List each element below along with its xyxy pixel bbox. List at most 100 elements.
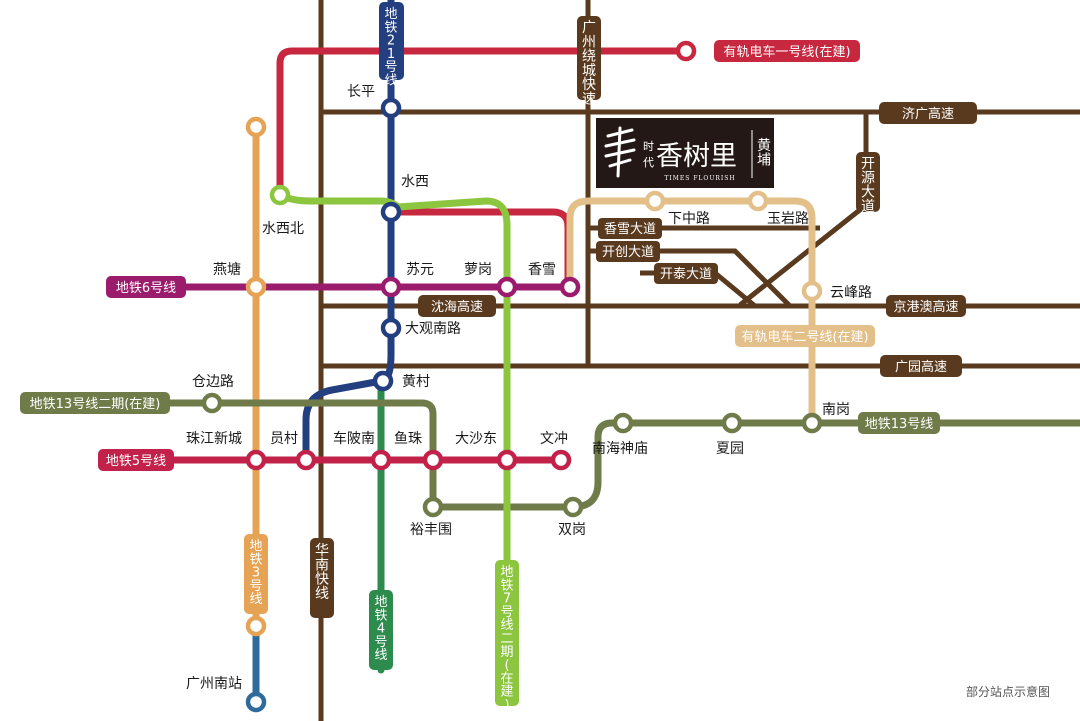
station-shuanggang[interactable] (562, 496, 584, 518)
station-dashadong[interactable] (496, 449, 518, 471)
tag-jinggang-text: 京港澳高速 (893, 299, 958, 315)
tag-kaichuang-dadao-text: 开创大道 (602, 245, 654, 260)
station-cangbianlu[interactable] (201, 392, 223, 414)
label-shuixibei: 水西北 (262, 221, 304, 237)
station-chebeinan[interactable] (370, 449, 392, 471)
station-shuixibei[interactable] (269, 184, 291, 206)
tram2-line (566, 197, 816, 427)
tag-metro21 (379, 2, 404, 80)
label-xiangxue: 香雪 (528, 262, 556, 278)
tag-metro3 (244, 534, 268, 614)
tag-xiangxue-dadao (598, 218, 662, 239)
station-yunfenglu[interactable] (801, 280, 823, 302)
station-changping[interactable] (380, 97, 402, 119)
station-guangzhounanzhan[interactable] (245, 691, 267, 713)
tag-jiguang-text: 济广高速 (902, 106, 954, 122)
label-wenchong: 文冲 (540, 431, 568, 447)
label-yufengwei: 裕丰围 (410, 522, 452, 538)
station-yuyanlu[interactable] (747, 190, 769, 212)
tag-huanan-text: 华南快线 (315, 543, 329, 602)
label-guangzhounanzhan: 广州南站 (186, 676, 242, 692)
tag-tram1 (714, 40, 860, 62)
tag-metro7 (495, 560, 519, 706)
tag-ring-road (577, 16, 601, 100)
logo-char-2: 代 (643, 156, 654, 169)
tag-metro5 (98, 449, 174, 471)
station-xiayuan[interactable] (721, 412, 743, 434)
station-zhujiangxincheng[interactable] (245, 449, 267, 471)
tag-jinggang (886, 295, 966, 317)
tag-metro5-text: 地铁5号线 (106, 454, 166, 469)
label-suyuan: 苏元 (406, 262, 434, 278)
label-shuanggang: 双岗 (558, 522, 586, 538)
logo-char-1: 时 (643, 140, 654, 153)
label-yuyanlu: 玉岩路 (767, 211, 809, 227)
station-yuzhu[interactable] (422, 449, 444, 471)
label-xiayuan: 夏园 (716, 441, 744, 457)
tag-kaitai-dadao-text: 开泰大道 (660, 267, 712, 282)
tag-metro13-ph2-text: 地铁13号线二期(在建) (30, 397, 161, 412)
label-daguannanlu: 大观南路 (405, 321, 461, 337)
project-logo: 时 代 香树里 TIMES FLOURISH 黄埔 (596, 118, 774, 188)
label-yantang: 燕塘 (213, 262, 241, 278)
tag-ring-road-text: 广州绕城快速 (582, 20, 596, 108)
label-nanhaishenmiao: 南海神庙 (592, 441, 648, 457)
logo-name: 香树里 (656, 141, 737, 172)
label-luogang: 萝岗 (464, 262, 492, 278)
station-yufengwei[interactable] (422, 496, 444, 518)
station-nangang[interactable] (801, 412, 823, 434)
label-shuixi: 水西 (401, 174, 429, 190)
label-changping: 长平 (347, 84, 375, 100)
label-huangcun: 黄村 (402, 373, 430, 390)
tag-metro13 (858, 412, 940, 434)
station-yuancun[interactable] (295, 449, 317, 471)
station-metro3-south[interactable] (245, 615, 267, 637)
tag-metro13-text: 地铁13号线 (865, 417, 934, 432)
tag-metro6-text: 地铁6号线 (116, 281, 176, 296)
station-daguannanlu[interactable] (380, 317, 402, 339)
tag-metro4 (369, 590, 393, 670)
tag-xiangxue-dadao-text: 香雪大道 (604, 222, 656, 237)
label-yuancun: 员村 (270, 431, 298, 447)
logo-subtitle: TIMES FLOURISH (664, 175, 735, 182)
station-luogang[interactable] (496, 276, 518, 298)
tag-shenhai-text: 沈海高速 (431, 299, 483, 315)
station-huangcun[interactable] (372, 370, 394, 392)
station-suyuan[interactable] (380, 276, 402, 298)
tag-kaiyuan (856, 152, 880, 212)
label-yunfenglu: 云峰路 (830, 285, 872, 301)
tag-kaichuang-dadao (596, 241, 660, 262)
station-yantang[interactable] (245, 276, 267, 298)
tag-tram1-text: 有轨电车一号线(在建) (723, 44, 850, 60)
tag-jiguang (879, 102, 977, 124)
tag-metro13-ph2 (20, 392, 170, 414)
footnote: 部分站点示意图 (966, 684, 1050, 699)
label-xiazhonglu: 下中路 (668, 211, 710, 227)
label-dashadong: 大沙东 (455, 431, 497, 447)
tag-metro6 (106, 276, 186, 298)
station-xiangxue[interactable] (559, 276, 581, 298)
label-nangang: 南岗 (822, 402, 850, 418)
road-tags: 广州绕城快速 济广高速 开源大道 沈海高速 京港澳高速 广园高速 华南快线 香雪… (310, 16, 977, 618)
tag-guangyuan (880, 355, 962, 377)
label-chebeinan: 车陂南 (333, 430, 375, 447)
tag-kaitai-dadao (654, 263, 718, 284)
station-xiazhonglu[interactable] (644, 190, 666, 212)
tree-logo-icon (604, 126, 636, 178)
label-cangbianlu: 仓边路 (192, 374, 234, 390)
station-tram1-terminus[interactable] (675, 40, 697, 62)
tram1-line (276, 47, 690, 199)
tag-tram2-text: 有轨电车二号线(在建) (741, 329, 868, 345)
tag-shenhai (418, 295, 496, 317)
station-wenchong[interactable] (550, 449, 572, 471)
tag-huanan (310, 538, 334, 618)
tag-guangyuan-text: 广园高速 (895, 359, 947, 375)
station-metro3-north[interactable] (245, 116, 267, 138)
station-shuixi[interactable] (380, 201, 402, 223)
station-nanhaishenmiao[interactable] (612, 412, 634, 434)
tag-kaiyuan-text: 开源大道 (861, 156, 875, 215)
